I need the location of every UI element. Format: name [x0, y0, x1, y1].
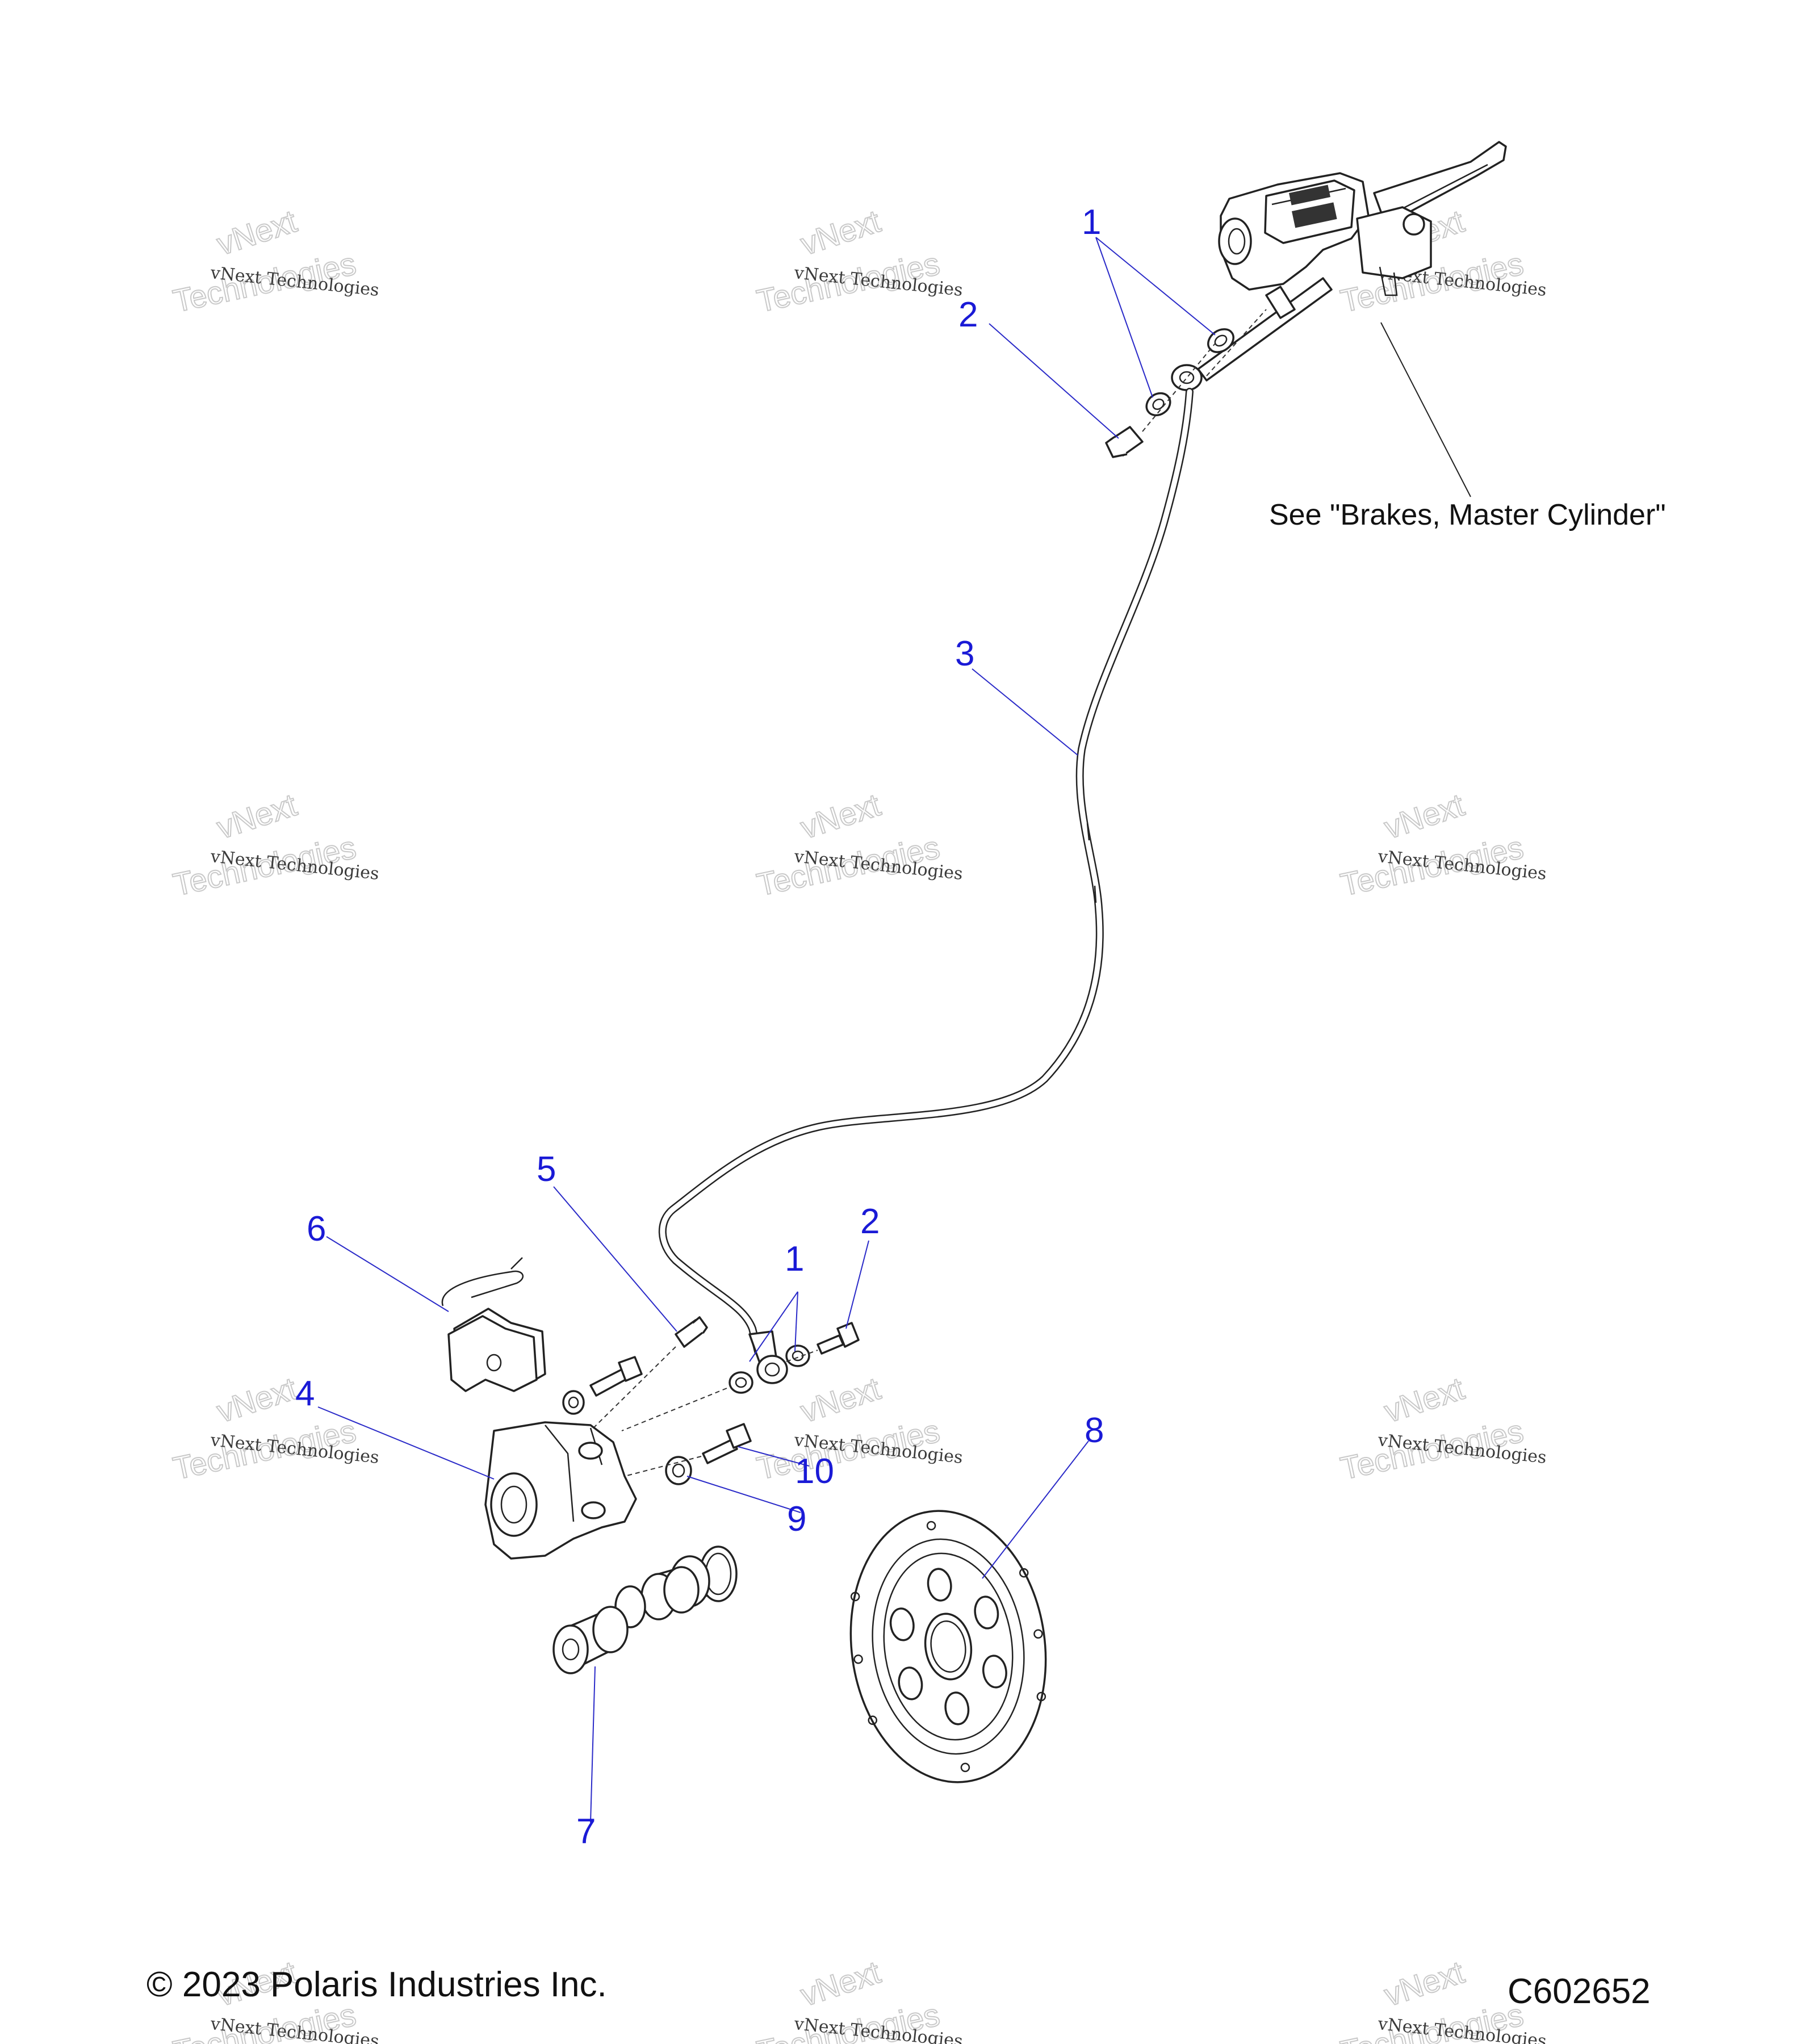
- callout-6: 6: [307, 1209, 326, 1249]
- callout-1-lower: 1: [785, 1239, 804, 1279]
- bleeder-valve: [590, 1316, 708, 1431]
- svg-text:vNext: vNext: [212, 1370, 301, 1429]
- svg-text:vNext: vNext: [796, 203, 885, 262]
- upper-banjo-hardware: [1105, 309, 1267, 458]
- callout-2-upper: 2: [958, 295, 978, 334]
- callout-7: 7: [576, 1812, 596, 1851]
- svg-text:vNext: vNext: [796, 1370, 885, 1429]
- callout-8: 8: [1085, 1411, 1104, 1450]
- callout-10: 10: [795, 1452, 834, 1491]
- brake-caliper: [484, 1421, 637, 1560]
- svg-text:vNext: vNext: [796, 1954, 885, 2013]
- leader-lines: [317, 237, 1471, 1823]
- callout-4: 4: [295, 1374, 315, 1413]
- svg-text:vNext: vNext: [212, 203, 301, 262]
- caliper-mount-bolt-lower: [624, 1423, 752, 1485]
- callout-2-lower: 2: [860, 1202, 880, 1241]
- watermark: vNext Technologies vNext Technologies: [169, 786, 380, 903]
- watermark: vNext Technologies vNext Technologies: [1337, 1369, 1547, 1487]
- brake-disc: [849, 1510, 1047, 1783]
- brake-pads: [441, 1257, 546, 1392]
- watermark: vNext Technologies vNext Technologies: [753, 1953, 964, 2044]
- callout-5: 5: [537, 1150, 556, 1189]
- master-cylinder-assembly: [1197, 141, 1507, 382]
- watermark: vNext Technologies vNext Technologies: [753, 786, 964, 903]
- caliper-mount-bolt-upper: [562, 1356, 643, 1415]
- svg-text:vNext: vNext: [1380, 1954, 1468, 2013]
- callout-3: 3: [955, 634, 974, 673]
- svg-text:vNext: vNext: [796, 786, 885, 845]
- brake-hose: [658, 388, 1194, 1355]
- lower-banjo-hardware: [621, 1322, 860, 1431]
- watermark: vNext Technologies vNext Technologies: [753, 1369, 964, 1487]
- watermark: vNext Technologies vNext Technologies: [1337, 786, 1547, 903]
- watermark: vNext Technologies vNext Technologies: [169, 1369, 380, 1487]
- svg-text:vNext: vNext: [1380, 1370, 1468, 1429]
- watermark: vNext Technologies vNext Technologies: [753, 202, 964, 320]
- watermark: vNext Technologies vNext Technologies: [169, 202, 380, 320]
- copyright-text: © 2023 Polaris Industries Inc.: [146, 1965, 607, 2004]
- callout-labels: 1 2 3 5 6 1 2 4 8 10 9 7: [295, 203, 1104, 1851]
- reference-note: See "Brakes, Master Cylinder": [1269, 499, 1666, 531]
- svg-text:vNext: vNext: [1380, 786, 1468, 845]
- svg-text:vNext: vNext: [212, 786, 301, 845]
- callout-9: 9: [787, 1500, 806, 1539]
- caliper-piston-kit: [552, 1545, 738, 1674]
- callout-1-upper: 1: [1082, 203, 1101, 242]
- figure-code: C602652: [1508, 1972, 1651, 2011]
